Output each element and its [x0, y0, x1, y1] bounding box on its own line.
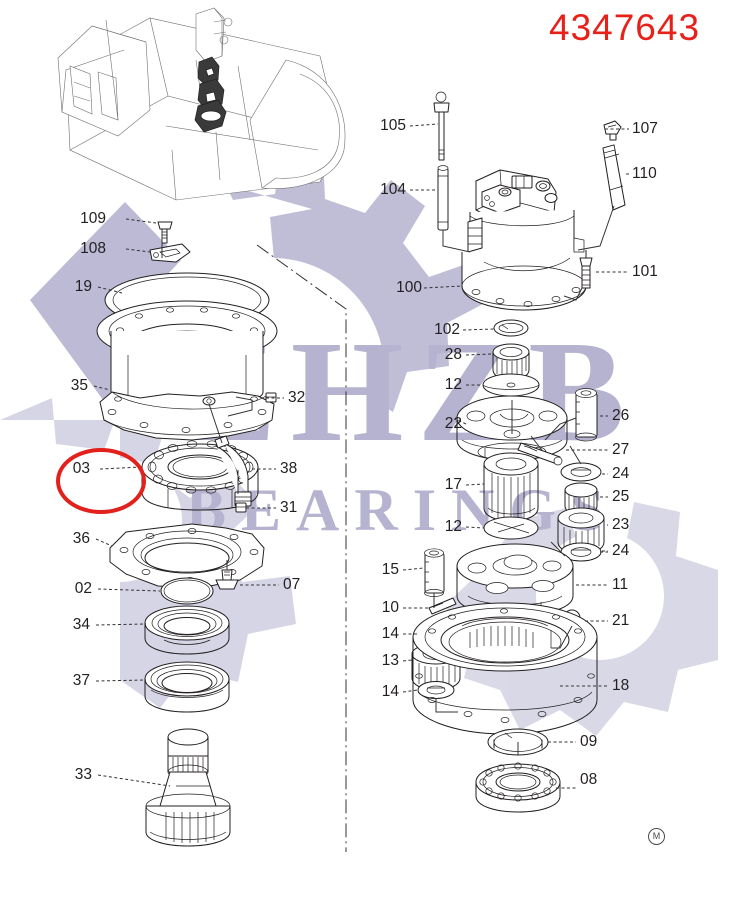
callout-label-31[interactable]: 31 [280, 499, 298, 516]
callout-label-108[interactable]: 108 [80, 240, 106, 257]
callout-label-34[interactable]: 34 [72, 616, 90, 633]
part-109-bolt [157, 221, 173, 244]
part-12-thrust-washer-lower [483, 516, 539, 540]
excavator-inset-illustration [57, 7, 346, 201]
callout-label-18[interactable]: 18 [612, 677, 630, 694]
callout-label-09[interactable]: 09 [580, 733, 598, 750]
callout-label-02[interactable]: 02 [74, 580, 92, 597]
callout-label-24-b[interactable]: 24 [612, 542, 630, 559]
callout-label-110[interactable]: 110 [632, 165, 657, 182]
page-title: 4347643 [549, 7, 701, 48]
part-28-needle-bearing [492, 343, 530, 381]
callout-label-12-a[interactable]: 12 [444, 376, 462, 393]
callout-label-14-b[interactable]: 14 [381, 683, 399, 700]
part-37-seal-ring [144, 661, 230, 713]
part-02-o-ring [160, 577, 214, 605]
part-08-ball-bearing [475, 762, 561, 813]
callout-label-104[interactable]: 104 [380, 181, 406, 198]
part-18-ring-gear-housing [412, 602, 598, 735]
callout-label-107[interactable]: 107 [632, 120, 658, 137]
callout-label-100[interactable]: 100 [396, 279, 422, 296]
part-15-pin [424, 548, 445, 597]
part-102-snap-ring [493, 319, 529, 337]
callout-label-37[interactable]: 37 [72, 672, 90, 689]
part-33-output-shaft [145, 728, 231, 847]
callout-label-102[interactable]: 102 [434, 321, 460, 338]
callout-label-35[interactable]: 35 [70, 377, 88, 394]
callout-label-12-b[interactable]: 12 [444, 518, 462, 535]
part-101-bolt [579, 257, 593, 289]
callout-label-10[interactable]: 10 [381, 599, 399, 616]
callout-label-28[interactable]: 28 [444, 346, 462, 363]
highlight-ellipse-part-03 [56, 448, 146, 514]
part-105-dipstick [433, 91, 450, 161]
callout-label-33[interactable]: 33 [74, 766, 92, 783]
part-35-gearbox-housing [96, 300, 278, 441]
callout-label-13[interactable]: 13 [381, 652, 399, 669]
callout-label-23[interactable]: 23 [612, 516, 630, 533]
callout-label-15[interactable]: 15 [381, 561, 399, 578]
part-12-thrust-washer-upper [482, 373, 540, 397]
callout-label-19[interactable]: 19 [74, 278, 92, 295]
callout-label-26[interactable]: 26 [612, 407, 630, 424]
part-31-plug [235, 502, 247, 513]
manufacturer-mark-icon: M [648, 828, 665, 845]
part-17-planet-gear [483, 452, 539, 522]
callout-label-109[interactable]: 109 [80, 210, 106, 227]
callout-label-38[interactable]: 38 [280, 460, 298, 477]
part-107-fitting [603, 120, 622, 141]
callout-label-17[interactable]: 17 [444, 476, 462, 493]
part-100-swing-motor [461, 169, 587, 311]
callout-label-27[interactable]: 27 [612, 441, 630, 458]
callout-label-14-a[interactable]: 14 [381, 625, 399, 642]
part-27-pin [517, 442, 563, 466]
highlighted-swing-motor [194, 56, 227, 133]
callout-label-08[interactable]: 08 [580, 771, 598, 788]
callout-label-25[interactable]: 25 [612, 488, 630, 505]
part-104-pipe [437, 165, 449, 231]
callout-label-105[interactable]: 105 [380, 117, 406, 134]
callout-label-07[interactable]: 07 [283, 576, 301, 593]
part-34-oil-seal [144, 605, 230, 655]
part-24-thrust-washer-1 [560, 462, 602, 482]
callout-label-21[interactable]: 21 [612, 612, 630, 629]
part-26-pin [575, 388, 598, 442]
callout-label-11[interactable]: 11 [612, 576, 629, 593]
callout-label-24-a[interactable]: 24 [612, 465, 630, 482]
part-108-bracket [149, 243, 191, 263]
callout-label-32[interactable]: 32 [288, 389, 306, 406]
callout-label-101[interactable]: 101 [632, 263, 658, 280]
callout-label-36[interactable]: 36 [72, 530, 90, 547]
part-110-pipe [602, 144, 626, 211]
callout-label-22[interactable]: 22 [444, 415, 462, 432]
